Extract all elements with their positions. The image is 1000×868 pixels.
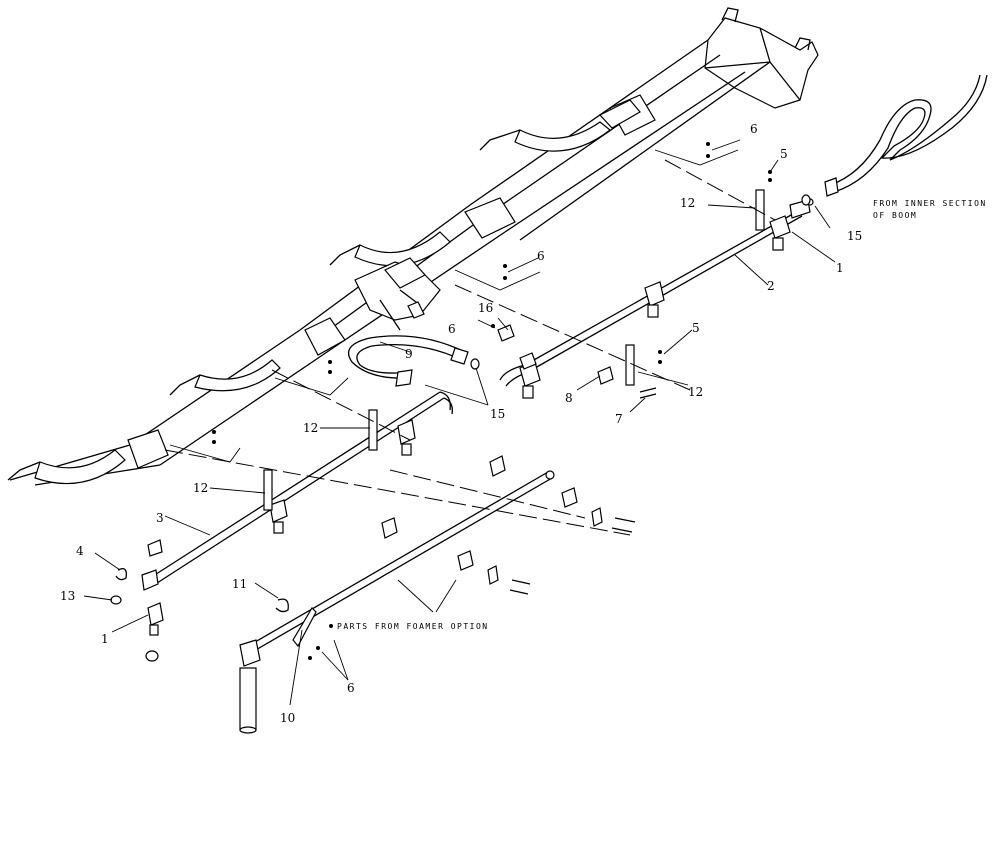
brackets-12 — [263, 189, 765, 511]
bolts — [509, 170, 772, 595]
callout-11: 11 — [232, 577, 247, 591]
foamer-bar — [239, 470, 555, 734]
callout-6-bottom: 6 — [347, 681, 355, 695]
callout-12-bottom: 12 — [193, 481, 208, 495]
callout-12-mid: 12 — [688, 385, 703, 399]
notes: FROM INNER SECTION OF BOOM PARTS FROM FO… — [337, 199, 987, 631]
note-inner-section-line1: FROM INNER SECTION — [873, 199, 987, 208]
callout-5-mid: 5 — [692, 321, 700, 335]
callout-6-top: 6 — [750, 122, 758, 136]
inner-section-hose — [824, 74, 988, 197]
spray-pipe-upper — [499, 198, 814, 399]
boom-assembly — [7, 7, 819, 486]
callout-7: 7 — [615, 412, 623, 426]
hardware-dots-6 — [212, 142, 710, 660]
note-foamer-option: PARTS FROM FOAMER OPTION — [337, 622, 489, 631]
callout-16: 16 — [478, 301, 493, 315]
callout-6-left: 6 — [448, 322, 456, 336]
callout-12-top: 12 — [680, 196, 695, 210]
callout-9: 9 — [405, 347, 413, 361]
callout-1-left: 1 — [101, 632, 109, 646]
callout-2: 2 — [767, 279, 775, 293]
callout-5-top: 5 — [780, 147, 788, 161]
callout-13: 13 — [60, 589, 75, 603]
callout-15-right: 15 — [847, 229, 862, 243]
callout-labels: 12 5 6 15 1 2 6 16 6 5 12 8 7 9 15 12 12… — [60, 122, 862, 725]
callout-12-lower: 12 — [303, 421, 318, 435]
callout-6-mid: 6 — [537, 249, 545, 263]
callout-3: 3 — [156, 511, 164, 525]
alignment-lines — [164, 159, 776, 536]
callout-15-mid: 15 — [490, 407, 505, 421]
mount-pads — [169, 149, 739, 463]
leader-lines — [83, 139, 836, 706]
callout-8: 8 — [565, 391, 573, 405]
spray-pipe-lower — [141, 391, 453, 591]
note-inner-section-line2: OF BOOM — [873, 211, 917, 220]
callout-10: 10 — [280, 711, 295, 725]
clamps — [110, 194, 811, 662]
callout-1-right: 1 — [836, 261, 844, 275]
callout-4: 4 — [76, 544, 84, 558]
